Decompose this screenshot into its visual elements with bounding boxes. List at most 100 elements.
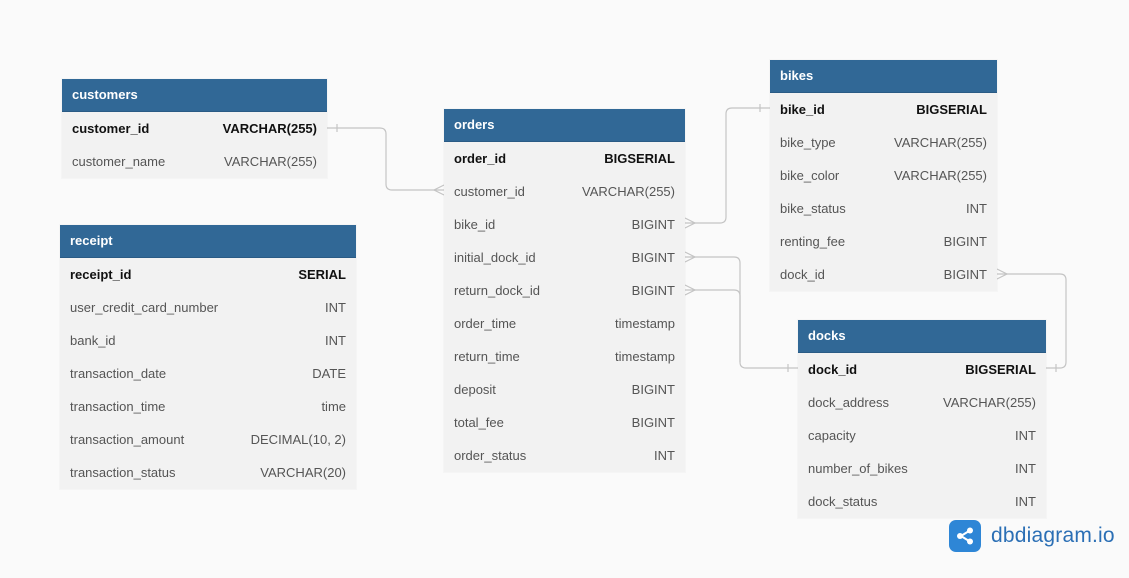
column-type: INT xyxy=(1015,428,1036,443)
column-name: capacity xyxy=(808,428,856,443)
table-receipt[interactable]: receipt receipt_id SERIAL user_credit_ca… xyxy=(60,225,356,489)
table-bikes[interactable]: bikes bike_id BIGSERIAL bike_type VARCHA… xyxy=(770,60,997,291)
table-row[interactable]: renting_fee BIGINT xyxy=(770,225,997,258)
column-type: BIGSERIAL xyxy=(604,151,675,166)
table-row[interactable]: receipt_id SERIAL xyxy=(60,258,356,291)
column-name: dock_address xyxy=(808,395,889,410)
column-type: DATE xyxy=(312,366,346,381)
table-row[interactable]: order_status INT xyxy=(444,439,685,472)
table-row[interactable]: customer_id VARCHAR(255) xyxy=(62,112,327,145)
table-row[interactable]: dock_status INT xyxy=(798,485,1046,518)
column-type: BIGINT xyxy=(631,382,675,397)
column-type: VARCHAR(255) xyxy=(894,168,987,183)
table-row[interactable]: order_time timestamp xyxy=(444,307,685,340)
many-marker xyxy=(684,217,697,229)
table-row[interactable]: initial_dock_id BIGINT xyxy=(444,241,685,274)
table-header[interactable]: bikes xyxy=(770,60,997,93)
column-type: VARCHAR(255) xyxy=(582,184,675,199)
table-row[interactable]: return_dock_id BIGINT xyxy=(444,274,685,307)
column-name: bank_id xyxy=(70,333,116,348)
column-name: transaction_time xyxy=(70,399,166,414)
column-name: dock_id xyxy=(780,267,825,282)
column-name: number_of_bikes xyxy=(808,461,908,476)
column-name: bike_status xyxy=(780,201,846,216)
table-row[interactable]: capacity INT xyxy=(798,419,1046,452)
column-name: bike_color xyxy=(780,168,840,183)
column-type: INT xyxy=(325,333,346,348)
column-name: initial_dock_id xyxy=(454,250,536,265)
column-name: order_time xyxy=(454,316,517,331)
table-header[interactable]: customers xyxy=(62,79,327,112)
column-type: VARCHAR(255) xyxy=(894,135,987,150)
column-type: SERIAL xyxy=(298,267,346,282)
column-name: order_status xyxy=(454,448,527,463)
table-header[interactable]: receipt xyxy=(60,225,356,258)
table-orders[interactable]: orders order_id BIGSERIAL customer_id VA… xyxy=(444,109,685,472)
table-header[interactable]: docks xyxy=(798,320,1046,353)
column-type: BIGINT xyxy=(943,234,987,249)
table-row[interactable]: bike_status INT xyxy=(770,192,997,225)
column-type: BIGINT xyxy=(943,267,987,282)
table-row[interactable]: number_of_bikes INT xyxy=(798,452,1046,485)
column-name: customer_id xyxy=(72,121,150,136)
relation-orders-bikes xyxy=(685,107,770,224)
column-name: transaction_date xyxy=(70,366,167,381)
column-name: transaction_amount xyxy=(70,432,185,447)
table-row[interactable]: transaction_date DATE xyxy=(60,357,356,390)
table-row[interactable]: transaction_time time xyxy=(60,390,356,423)
column-name: order_id xyxy=(454,151,507,166)
many-marker xyxy=(684,251,697,263)
column-name: return_dock_id xyxy=(454,283,540,298)
table-row[interactable]: user_credit_card_number INT xyxy=(60,291,356,324)
table-row[interactable]: deposit BIGINT xyxy=(444,373,685,406)
column-type: VARCHAR(255) xyxy=(943,395,1036,410)
column-type: BIGINT xyxy=(631,283,675,298)
table-row[interactable]: bike_id BIGINT xyxy=(444,208,685,241)
table-row[interactable]: dock_id BIGSERIAL xyxy=(798,353,1046,386)
table-row[interactable]: customer_id VARCHAR(255) xyxy=(444,175,685,208)
column-name: customer_id xyxy=(454,184,525,199)
column-type: INT xyxy=(325,300,346,315)
column-type: timestamp xyxy=(615,349,675,364)
column-type: DECIMAL(10, 2) xyxy=(250,432,346,447)
table-row[interactable]: return_time timestamp xyxy=(444,340,685,373)
table-row[interactable]: bike_color VARCHAR(255) xyxy=(770,159,997,192)
column-type: INT xyxy=(1015,461,1036,476)
column-name: dock_status xyxy=(808,494,878,509)
table-docks[interactable]: docks dock_id BIGSERIAL dock_address VAR… xyxy=(798,320,1046,518)
relation-customers-orders xyxy=(327,127,444,191)
column-name: bike_type xyxy=(780,135,836,150)
column-name: deposit xyxy=(454,382,496,397)
many-marker xyxy=(432,184,445,196)
table-row[interactable]: transaction_amount DECIMAL(10, 2) xyxy=(60,423,356,456)
table-row[interactable]: order_id BIGSERIAL xyxy=(444,142,685,175)
column-name: total_fee xyxy=(454,415,504,430)
table-row[interactable]: dock_id BIGINT xyxy=(770,258,997,291)
column-name: bike_id xyxy=(454,217,496,232)
table-customers[interactable]: customers customer_id VARCHAR(255) custo… xyxy=(62,79,327,178)
logo-text: dbdiagram.io xyxy=(991,524,1115,547)
table-row[interactable]: customer_name VARCHAR(255) xyxy=(62,145,327,178)
table-row[interactable]: bike_id BIGSERIAL xyxy=(770,93,997,126)
column-type: BIGSERIAL xyxy=(916,102,987,117)
column-name: customer_name xyxy=(72,154,166,169)
many-marker xyxy=(684,284,697,296)
table-row[interactable]: bike_type VARCHAR(255) xyxy=(770,126,997,159)
column-type: time xyxy=(321,399,346,414)
column-name: bike_id xyxy=(780,102,825,117)
dbdiagram-logo[interactable]: dbdiagram.io xyxy=(949,519,1115,553)
table-row[interactable]: total_fee BIGINT xyxy=(444,406,685,439)
column-type: BIGINT xyxy=(631,250,675,265)
column-name: return_time xyxy=(454,349,520,364)
column-type: VARCHAR(255) xyxy=(222,121,317,136)
column-type: BIGSERIAL xyxy=(965,362,1036,377)
column-name: transaction_status xyxy=(70,465,176,480)
column-name: renting_fee xyxy=(780,234,846,249)
table-row[interactable]: transaction_status VARCHAR(20) xyxy=(60,456,356,489)
column-type: BIGINT xyxy=(631,415,675,430)
table-row[interactable]: bank_id INT xyxy=(60,324,356,357)
column-type: INT xyxy=(966,201,987,216)
table-header[interactable]: orders xyxy=(444,109,685,142)
column-name: receipt_id xyxy=(70,267,132,282)
table-row[interactable]: dock_address VARCHAR(255) xyxy=(798,386,1046,419)
